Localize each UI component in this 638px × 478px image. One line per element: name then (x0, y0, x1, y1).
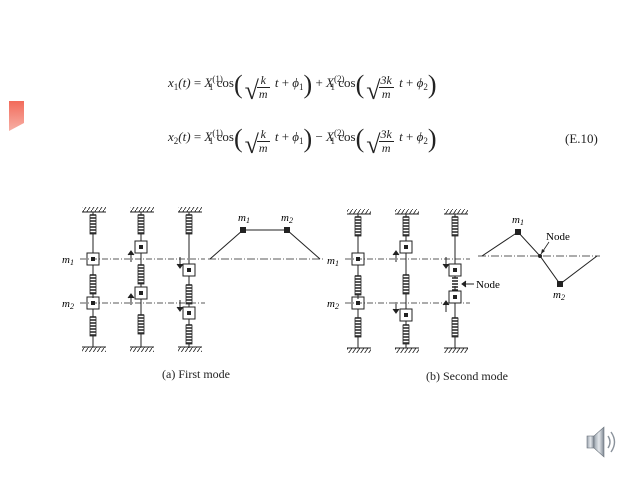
slide-accent-mark (9, 101, 24, 131)
second-mode-shape-m2-label: m2 (553, 289, 565, 302)
first-mode-shape-m2-label: m2 (281, 212, 293, 225)
first-mode-caption: (a) First mode (162, 367, 230, 381)
second-mode-column-opposed-a (392, 209, 419, 353)
second-mode-column-equilibrium (347, 209, 371, 353)
first-mode-shape-m2-point (284, 227, 290, 233)
second-mode-shape (478, 229, 600, 287)
first-mode-shape-m1-label: m1 (238, 212, 250, 225)
first-mode-shape-m1-point (240, 227, 246, 233)
second-mode-node-point (538, 254, 542, 258)
second-mode-m1-label: m1 (327, 255, 339, 268)
second-mode-shape-m1-label: m1 (512, 214, 524, 227)
second-mode-column-opposed-b (442, 209, 474, 353)
first-mode-m1-label: m1 (62, 254, 74, 267)
second-mode-m2-label: m2 (327, 298, 339, 311)
second-mode-shape-m1-point (515, 229, 521, 235)
first-mode-springs (80, 207, 205, 352)
first-mode-shape (208, 227, 325, 260)
speaker-icon[interactable] (584, 424, 618, 460)
second-mode-node-label-springs: Node (476, 279, 500, 291)
first-mode-column-down (176, 207, 202, 352)
second-mode-node-label-shape: Node (546, 231, 570, 243)
second-mode-caption: (b) Second mode (426, 369, 508, 383)
first-mode-column-equilibrium (82, 207, 106, 352)
second-mode-shape-m2-point (557, 281, 563, 287)
first-mode-m2-label: m2 (62, 298, 74, 311)
second-mode-springs (345, 209, 474, 353)
equation-tag: (E.10) (565, 131, 598, 146)
first-mode-column-up (127, 207, 154, 352)
